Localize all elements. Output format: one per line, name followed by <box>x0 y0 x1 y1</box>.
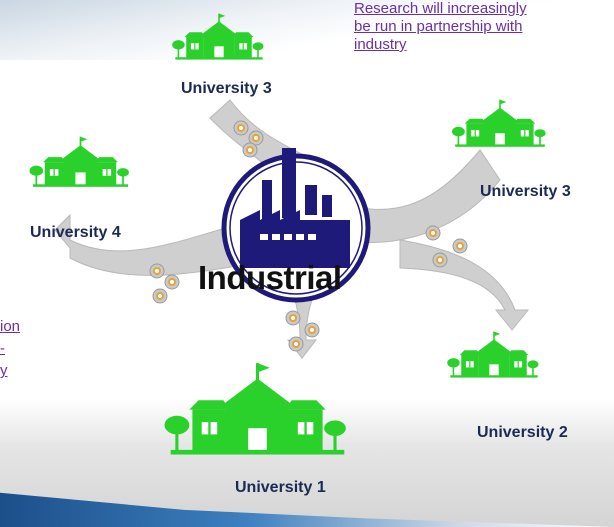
gear-icon <box>152 288 168 304</box>
industrial-label: Industrial <box>198 259 342 296</box>
gear-icon <box>452 238 468 254</box>
header-gradient <box>0 0 614 60</box>
gear-icon <box>425 225 441 241</box>
research-link[interactable]: Research will increasingly be run in par… <box>354 0 614 54</box>
university-label-top: University 3 <box>181 80 272 97</box>
gear-icon <box>288 336 304 352</box>
university-label-left: University 4 <box>30 224 121 241</box>
factory-icon <box>221 148 371 303</box>
university-label-bottom-right: University 2 <box>477 424 568 441</box>
arrow-down-right <box>399 239 530 331</box>
university-building-bottom-right <box>446 330 540 379</box>
arrow-left <box>54 213 271 276</box>
gear-icon <box>285 310 301 326</box>
left-partial-link-line[interactable]: ion <box>0 318 21 335</box>
university-building-bottom <box>162 361 348 457</box>
university-label-bottom: University 1 <box>235 479 326 496</box>
university-label-right: University 3 <box>480 183 571 200</box>
university-building-left <box>28 135 130 188</box>
gear-icon <box>149 263 165 279</box>
research-link-line[interactable]: be run in partnership with <box>354 18 523 35</box>
research-link-line[interactable]: industry <box>354 36 407 53</box>
arrow-right <box>329 149 501 243</box>
left-partial-link-line[interactable]: - <box>0 340 5 357</box>
gear-icon <box>164 274 180 290</box>
research-link-line[interactable]: Research will increasingly <box>354 0 527 17</box>
gear-icon <box>242 142 258 158</box>
gear-icon <box>304 322 320 338</box>
gear-icon <box>233 120 249 136</box>
university-building-right <box>451 98 547 148</box>
left-partial-link-line[interactable]: y <box>0 362 8 379</box>
university-building-top <box>171 12 265 61</box>
left-partial-link[interactable]: ion - y <box>0 318 40 384</box>
gear-icon <box>432 252 448 268</box>
